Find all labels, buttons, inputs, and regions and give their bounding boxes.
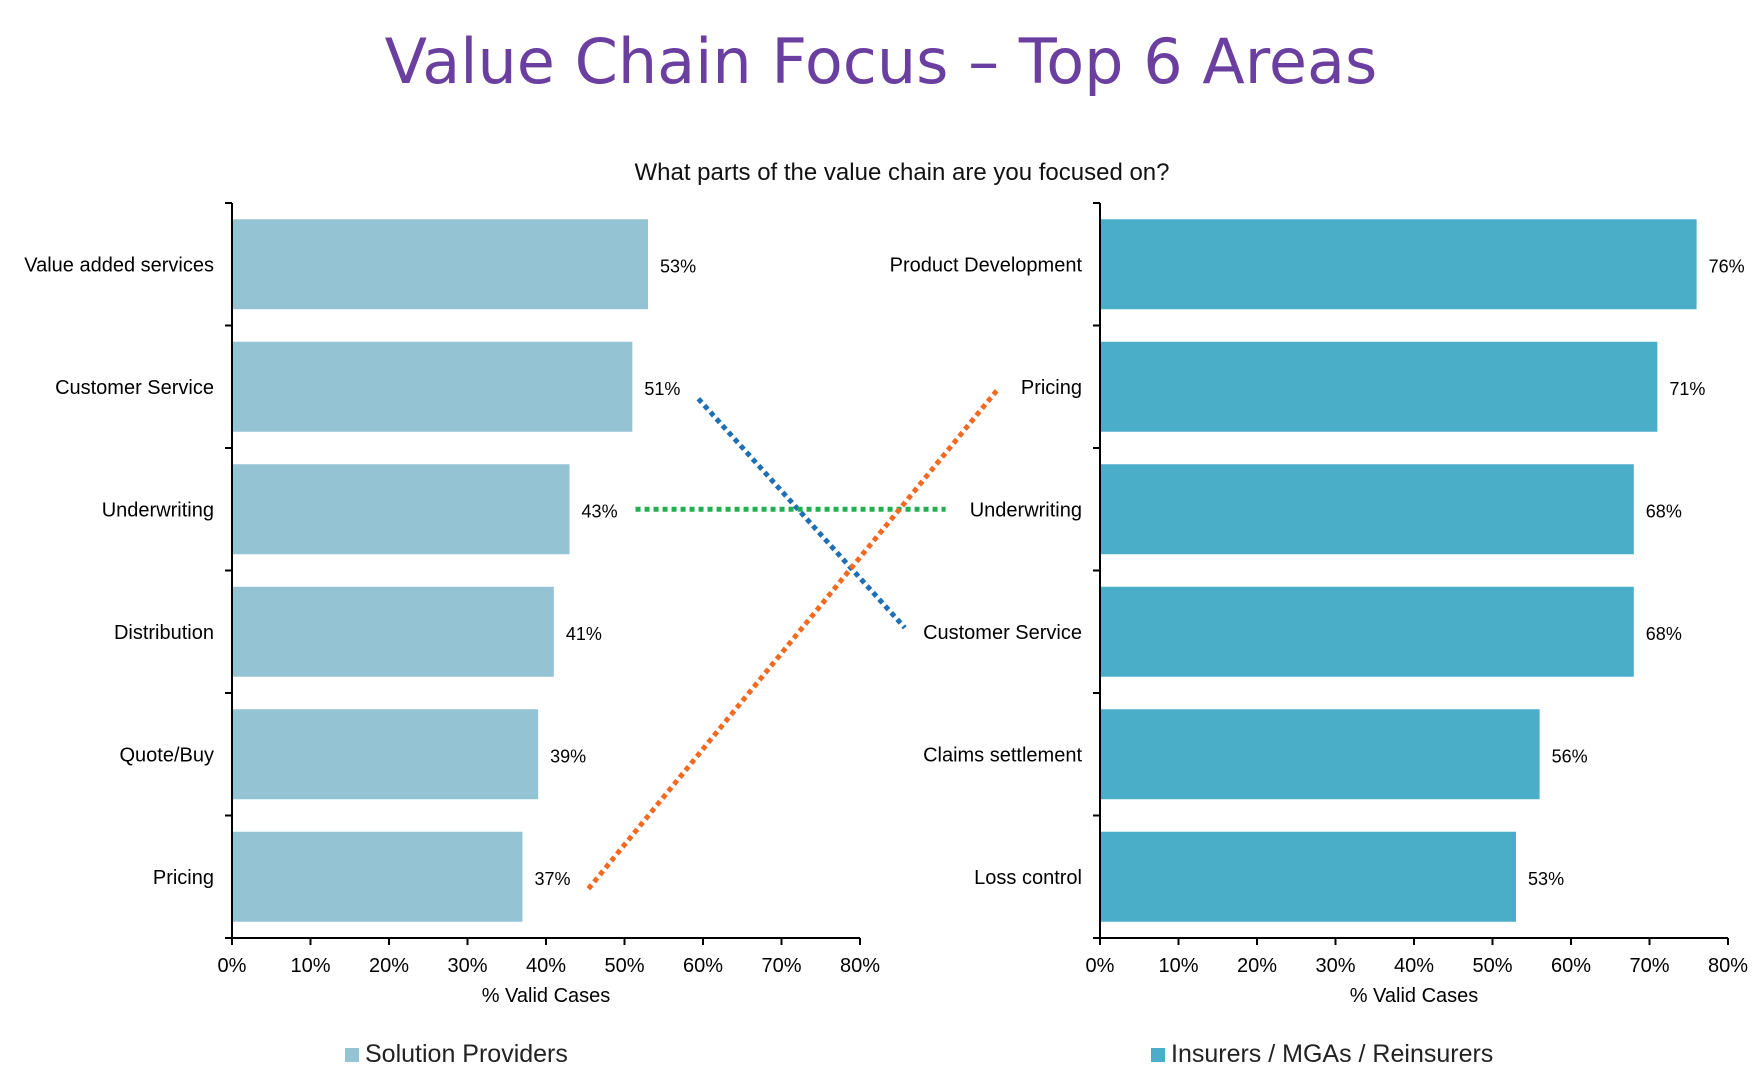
left-data-label: 39% xyxy=(550,746,586,766)
connector-lines xyxy=(586,389,999,891)
connector-customer-service xyxy=(696,397,907,630)
legend-swatch-right xyxy=(1151,1047,1165,1062)
left-x-tick-label: 20% xyxy=(369,955,409,977)
right-bar xyxy=(1101,341,1658,432)
right-x-tick-label: 50% xyxy=(1472,955,1512,977)
left-x-tick-label: 30% xyxy=(447,955,487,977)
right-bar xyxy=(1101,464,1634,555)
right-bar xyxy=(1101,219,1697,310)
right-data-label: 53% xyxy=(1528,869,1564,889)
right-data-label: 68% xyxy=(1646,501,1682,521)
right-data-label: 68% xyxy=(1646,624,1682,644)
right-category-label: Pricing xyxy=(1021,377,1082,399)
left-data-label: 37% xyxy=(534,869,570,889)
legend-solution-providers: Solution Providers xyxy=(345,1040,568,1069)
left-x-tick-label: 10% xyxy=(290,955,330,977)
right-data-label: 76% xyxy=(1709,256,1745,276)
left-data-label: 43% xyxy=(582,501,618,521)
right-data-label: 56% xyxy=(1552,746,1588,766)
right-x-tick-label: 20% xyxy=(1237,955,1277,977)
legend-label-left: Solution Providers xyxy=(365,1040,568,1068)
legend-label-right: Insurers / MGAs / Reinsurers xyxy=(1171,1040,1494,1068)
right-category-label: Product Development xyxy=(890,254,1083,276)
left-data-label: 51% xyxy=(644,379,680,399)
left-x-tick-label: 0% xyxy=(218,955,247,977)
legend-insurers: Insurers / MGAs / Reinsurers xyxy=(1151,1040,1493,1069)
right-bar xyxy=(1101,586,1634,677)
left-x-tick-label: 70% xyxy=(761,955,801,977)
right-x-tick-label: 80% xyxy=(1708,955,1748,977)
left-bar xyxy=(233,464,570,555)
right-x-tick-label: 0% xyxy=(1086,955,1115,977)
left-x-tick-label: 40% xyxy=(526,955,566,977)
left-category-label: Value added services xyxy=(24,254,214,276)
left-x-tick-label: 60% xyxy=(683,955,723,977)
right-bar xyxy=(1101,709,1540,800)
left-x-tick-label: 80% xyxy=(840,955,880,977)
right-bar-chart: 0% 10% 20% 30% 40% 50% 60% 70% 80% % Valid Cases P… xyxy=(890,202,1748,1007)
right-bar xyxy=(1101,831,1517,922)
left-bar xyxy=(233,219,649,310)
left-bar xyxy=(233,586,554,677)
left-x-axis-title: % Valid Cases xyxy=(482,985,611,1007)
right-x-axis-title: % Valid Cases xyxy=(1350,985,1479,1007)
slide-title: Value Chain Focus – Top 6 Areas xyxy=(384,25,1378,98)
left-category-label: Distribution xyxy=(114,622,214,644)
left-bar-chart: 0% 10% 20% 30% 40% 50% 60% 70% 80% % Valid Cases V… xyxy=(24,202,880,1007)
right-category-label: Loss control xyxy=(974,867,1082,889)
right-x-tick-label: 10% xyxy=(1158,955,1198,977)
left-bar xyxy=(233,709,539,800)
left-x-tick-label: 50% xyxy=(604,955,644,977)
left-category-label: Underwriting xyxy=(102,499,214,521)
right-data-label: 71% xyxy=(1669,379,1705,399)
left-data-label: 41% xyxy=(566,624,602,644)
left-category-label: Pricing xyxy=(153,867,214,889)
right-x-tick-label: 70% xyxy=(1629,955,1669,977)
chart-subtitle: What parts of the value chain are you fo… xyxy=(635,159,1170,186)
left-category-label: Customer Service xyxy=(55,377,214,399)
left-bar xyxy=(233,341,633,432)
left-bar xyxy=(233,831,523,922)
legend-swatch-left xyxy=(345,1047,359,1062)
left-data-label: 53% xyxy=(660,256,696,276)
right-category-label: Customer Service xyxy=(923,622,1082,644)
right-x-tick-label: 60% xyxy=(1551,955,1591,977)
right-x-tick-label: 30% xyxy=(1315,955,1355,977)
right-category-label: Underwriting xyxy=(970,499,1082,521)
right-x-tick-label: 40% xyxy=(1394,955,1434,977)
left-category-label: Quote/Buy xyxy=(119,744,214,766)
right-category-label: Claims settlement xyxy=(923,744,1082,766)
